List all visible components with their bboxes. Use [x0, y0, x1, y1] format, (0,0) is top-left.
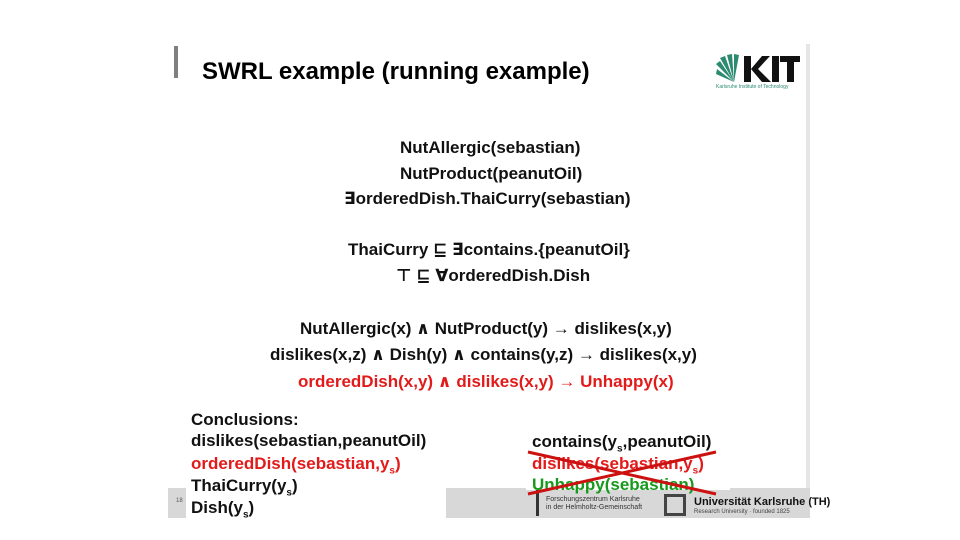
conclusion-tail: ) — [291, 476, 298, 495]
conclusions-left-panel — [186, 408, 446, 520]
fzk-logo-icon — [536, 490, 539, 516]
conclusion-item: dislikes(sebastian,peanutOil) — [191, 431, 426, 451]
axiom-line: ⊤ ⊑ ∀orderedDish.Dish — [396, 266, 591, 285]
slide-edge — [806, 44, 810, 518]
slide-title: SWRL example (running example) — [202, 58, 590, 85]
conclusion-item-highlighted: dislikes(sebastian,ys) — [532, 454, 704, 481]
rule-line: NutAllergic(x) ∧ NutProduct(y) → dislike… — [300, 319, 672, 338]
rule-line-highlighted: orderedDish(x,y) ∧ dislikes(x,y) → Unhap… — [298, 372, 674, 391]
conclusion-text: ThaiCurry(y — [191, 476, 287, 495]
conclusion-text: Dish(y — [191, 498, 243, 517]
fact-line: NutProduct(peanutOil) — [400, 164, 583, 183]
conclusion-text: dislikes(sebastian,peanutOil) — [191, 431, 427, 450]
subscript: s — [389, 465, 395, 477]
conclusion-item: Dish(ys) — [191, 498, 254, 525]
subscript: s — [617, 443, 623, 455]
conclusion-tail: ) — [248, 498, 255, 517]
university-subtitle: Research University · founded 1825 — [694, 509, 790, 515]
title-accent-bar — [174, 46, 178, 78]
strike-cross-icon — [527, 450, 717, 496]
conclusions-heading: Conclusions: — [191, 410, 299, 429]
conclusion-text: orderedDish(sebastian,y — [191, 454, 390, 473]
subscript: s — [692, 465, 699, 477]
fzk-line: in der Helmholtz-Gemeinschaft — [546, 504, 643, 511]
subscript: s — [242, 509, 249, 521]
fact-line: NutAllergic(sebastian) — [400, 138, 581, 157]
conclusion-text: dislikes(sebastian,y — [532, 454, 693, 473]
page-number: 18 — [176, 498, 183, 504]
conclusion-item: ThaiCurry(ys) — [191, 476, 298, 503]
fact-line: ∃orderedDish.ThaiCurry(sebastian) — [344, 189, 631, 208]
axiom-line: ThaiCurry ⊑ ∃contains.{peanutOil} — [348, 240, 630, 259]
conclusion-item-highlighted: orderedDish(sebastian,ys) — [191, 454, 401, 481]
kit-logo-icon — [716, 54, 800, 82]
conclusion-item: contains(ys,peanutOil) — [532, 432, 711, 459]
conclusion-text: contains(y — [532, 432, 618, 451]
logo-subtitle: Karlsruhe Institute of Technology — [716, 84, 789, 90]
university-name: Universität Karlsruhe (TH) — [694, 496, 831, 508]
fzk-name: Forschungszentrum Karlsruhe in der Helmh… — [546, 496, 642, 512]
university-logo-icon — [664, 494, 686, 516]
subscript: s — [286, 487, 292, 499]
conclusion-tail: ) — [394, 454, 401, 473]
conclusion-tail: ,peanutOil) — [622, 432, 712, 451]
conclusion-tail: ) — [698, 454, 704, 473]
fzk-line: Forschungszentrum Karlsruhe — [546, 496, 640, 503]
rule-line: dislikes(x,z) ∧ Dish(y) ∧ contains(y,z) … — [270, 345, 697, 364]
